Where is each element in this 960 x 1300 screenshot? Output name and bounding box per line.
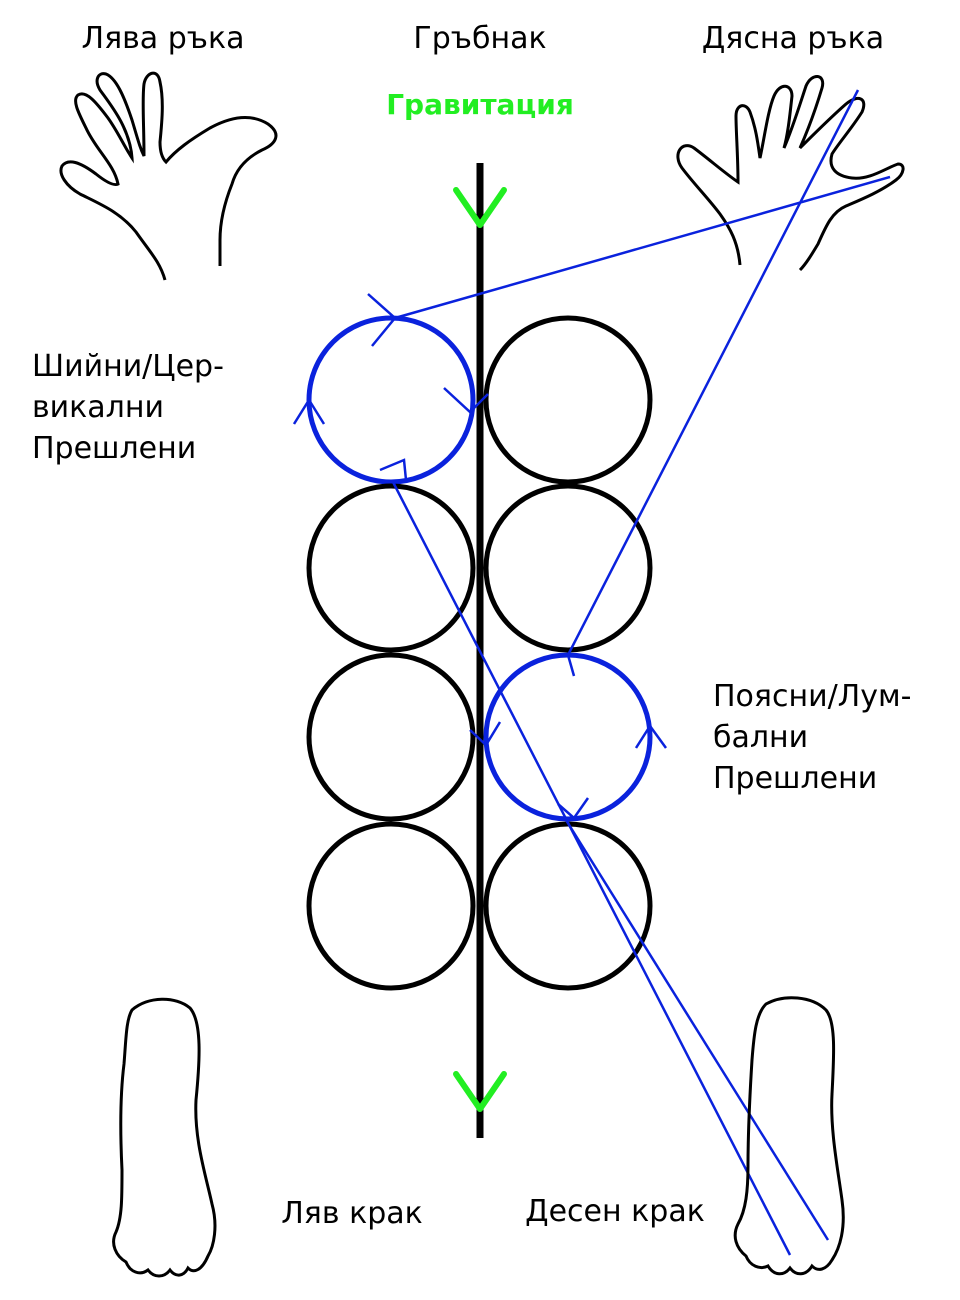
right-hand-icon (676, 75, 905, 272)
gravity-arrow-top (453, 187, 507, 228)
cervical-to-right-foot-line (391, 481, 792, 1256)
vertebra-right-3 (483, 652, 653, 822)
arrow-mark-icon (634, 723, 668, 749)
gravity-label: Гравитация (386, 88, 574, 121)
right-foot-icon (733, 996, 845, 1276)
lumbar-label-line3: Прешлени (713, 761, 877, 796)
vertebra-left-4 (306, 821, 476, 991)
vertebra-right-4 (483, 821, 653, 991)
arrow-mark-icon (443, 387, 489, 414)
left-hand-icon (59, 71, 278, 281)
spine-label: Гръбнак (413, 21, 546, 56)
arrow-mark-icon (379, 458, 408, 481)
vertebra-right-2 (483, 483, 653, 653)
lumbar-to-right-foot-line (564, 819, 830, 1241)
cervical-label-line1: Шийни/Цер- (32, 349, 224, 384)
right-hand-label: Дясна ръка (702, 21, 884, 56)
lumbar-to-right-hand-line (566, 89, 860, 656)
cervical-to-right-hand-line (394, 175, 891, 320)
left-hand-label: Лява ръка (82, 21, 245, 56)
gravity-arrow-bottom (453, 1071, 507, 1112)
arrow-mark-icon (557, 797, 590, 820)
flow-arrow-marks (292, 293, 668, 820)
arrow-mark-icon (292, 397, 326, 425)
connection-lines (391, 89, 891, 1256)
vertebra-left-3 (306, 652, 476, 822)
vertebra-left-1 (306, 315, 476, 485)
arrow-mark-icon (367, 293, 397, 347)
lumbar-label-line1: Поясни/Лум- (713, 679, 911, 714)
left-foot-label: Ляв крак (281, 1196, 423, 1231)
lumbar-label-line2: бални (713, 720, 808, 755)
cervical-label-line2: викални (32, 390, 164, 425)
arrow-mark-icon (566, 654, 576, 677)
arrow-mark-icon (469, 721, 502, 747)
left-foot-icon (112, 997, 217, 1278)
cervical-label-line3: Прешлени (32, 431, 196, 466)
vertebra-right-1 (483, 315, 653, 485)
right-foot-label: Десен крак (525, 1194, 705, 1229)
vertebra-left-2 (306, 483, 476, 653)
